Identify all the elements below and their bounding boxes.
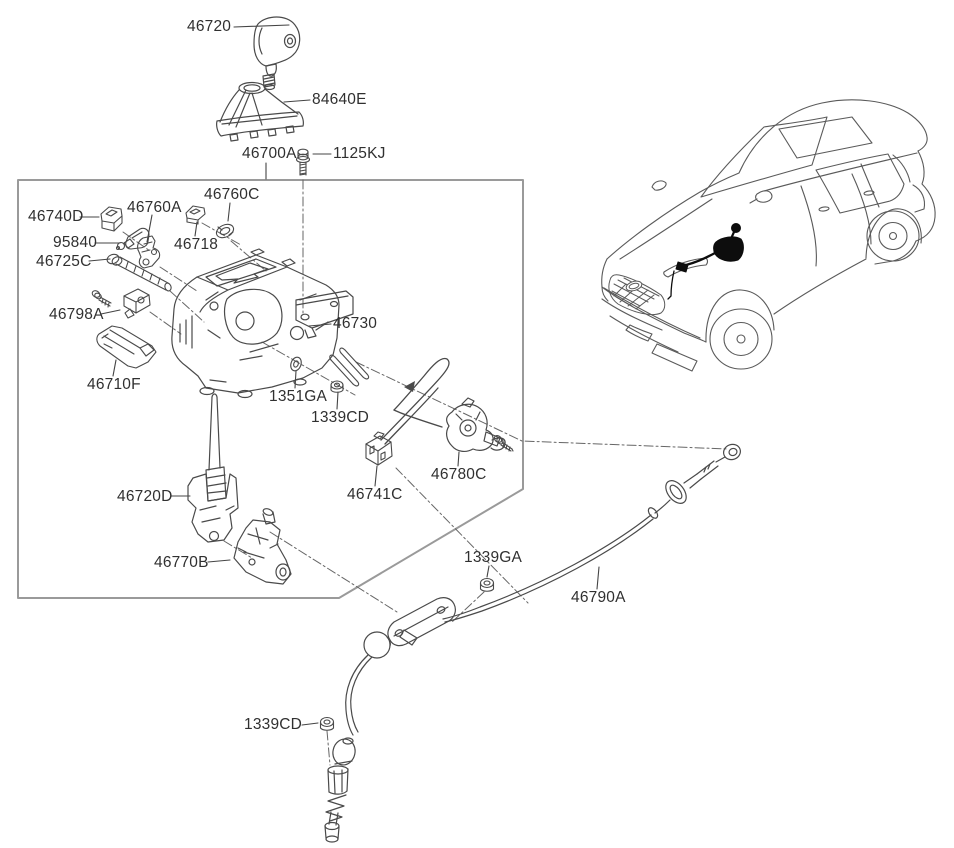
- nut-1339cd-lower-drawing: [319, 716, 335, 731]
- nut-1339ga-drawing: [479, 577, 495, 592]
- part-label-46718: 46718: [174, 236, 219, 253]
- part-label-46730: 46730: [333, 315, 378, 332]
- part-label-46760c: 46760C: [204, 186, 260, 203]
- shift-rod-drawing: [329, 347, 370, 387]
- solenoid-95840-drawing: [115, 227, 150, 251]
- part-label-1125kj: 1125KJ: [333, 145, 386, 162]
- part-label-46740d: 46740D: [28, 208, 84, 225]
- part-label-1351ga: 1351GA: [269, 388, 328, 405]
- part-label-1339ga: 1339GA: [464, 549, 523, 566]
- part-label-46720: 46720: [187, 18, 232, 35]
- harness-wire-drawing: [380, 357, 450, 445]
- projection-arrow: [404, 381, 415, 392]
- bracket-46710f-drawing: [96, 325, 157, 369]
- shifter-housing-46730-drawing: [171, 248, 354, 399]
- part-label-46770b: 46770B: [154, 554, 209, 571]
- grille-drawing: [608, 274, 666, 316]
- washer-1351ga-drawing: [290, 356, 302, 372]
- part-label-46741c: 46741C: [347, 486, 403, 503]
- exploded-view-box: [17, 179, 524, 599]
- clip-46740d-drawing: [100, 206, 123, 232]
- shifter-location-highlight: [667, 223, 744, 300]
- part-label-46700a: 46700A: [242, 145, 297, 162]
- part-label-1339cd-upper: 1339CD: [311, 409, 370, 426]
- vehicle-outline-drawing: [601, 99, 936, 372]
- part-label-46780c: 46780C: [431, 466, 487, 483]
- part-label-46760a: 46760A: [127, 199, 182, 216]
- bracket-46760a-drawing: [137, 235, 161, 269]
- shift-boot-drawing: [216, 81, 304, 142]
- actuator-46780c-drawing: [446, 397, 506, 452]
- part-label-46720d: 46720D: [117, 488, 173, 505]
- part-label-46798a: 46798A: [49, 306, 104, 323]
- part-label-46725c: 46725C: [36, 253, 92, 270]
- leader-lines: [79, 24, 600, 726]
- part-label-46790a: 46790A: [571, 589, 626, 606]
- screw-46780c-drawing: [493, 435, 514, 452]
- shift-knob-drawing: [253, 16, 301, 91]
- part-label-84640e: 84640E: [312, 91, 367, 108]
- sensor-46798a-drawing: [91, 288, 151, 319]
- part-label-95840: 95840: [53, 234, 98, 251]
- part-label-46710f: 46710F: [87, 376, 141, 393]
- part-label-1339cd-lower: 1339CD: [244, 716, 303, 733]
- clip-46760c-drawing: [215, 223, 235, 239]
- projection-lines: [122, 179, 729, 766]
- bolt-1125kj-drawing: [295, 148, 311, 176]
- connector-46741c-drawing: [365, 431, 393, 466]
- shift-cable-46790a-drawing: [324, 443, 741, 843]
- shift-lever-46720d-drawing: [187, 393, 239, 543]
- clip-46718-drawing: [185, 205, 206, 225]
- bracket-46770b-drawing: [233, 508, 292, 585]
- pin-46725c-drawing: [106, 253, 172, 292]
- nut-1339cd-upper-drawing: [330, 380, 344, 393]
